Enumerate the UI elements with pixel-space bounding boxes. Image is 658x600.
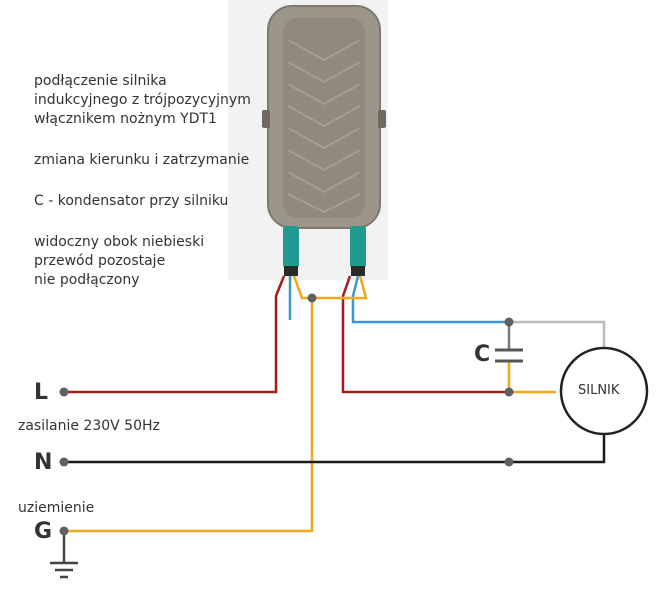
note-line-7: przewód pozostaje xyxy=(34,253,166,269)
capacitor-label: C xyxy=(474,342,491,367)
junction-node-neutral xyxy=(504,457,514,467)
terminal-label-G: G xyxy=(34,519,53,544)
supply-label: zasilanie 230V 50Hz xyxy=(18,418,160,434)
junction-node-yellow xyxy=(307,293,317,303)
note-line-6: widoczny obok niebieski xyxy=(34,234,205,250)
note-line-1: podłączenie silnika xyxy=(34,73,167,89)
note-line-5: C - kondensator przy silniku xyxy=(34,193,229,209)
wire-yellow-bridge xyxy=(292,275,368,300)
foot-pedal-switch-image xyxy=(262,5,386,276)
terminal-node-N xyxy=(59,457,69,467)
junction-node-cap-bottom xyxy=(504,387,514,397)
note-line-4: zmiana kierunku i zatrzymanie xyxy=(34,152,250,168)
junction-node-cap-top xyxy=(504,317,514,327)
wire-black-neutral xyxy=(64,434,606,464)
terminal-label-N: N xyxy=(34,450,53,475)
wire-red-capacitor xyxy=(341,275,509,394)
ground-label: uziemienie xyxy=(18,500,95,516)
note-line-8: nie podłączony xyxy=(34,272,140,288)
wire-yellow-ground xyxy=(64,298,314,533)
motor-label: SILNIK xyxy=(578,383,620,398)
wire-grey xyxy=(509,320,606,348)
wire-blue-capacitor xyxy=(351,275,509,324)
note-line-2: indukcyjnego z trójpozycyjnym xyxy=(34,92,251,108)
wire-red-line xyxy=(64,275,286,394)
ground-symbol xyxy=(50,531,78,579)
motor-symbol xyxy=(559,346,649,436)
note-line-3: włącznikem nożnym YDT1 xyxy=(34,111,217,127)
terminal-label-L: L xyxy=(34,380,49,405)
capacitor-symbol xyxy=(495,348,523,363)
terminal-node-L xyxy=(59,387,69,397)
terminal-node-G xyxy=(59,526,69,536)
